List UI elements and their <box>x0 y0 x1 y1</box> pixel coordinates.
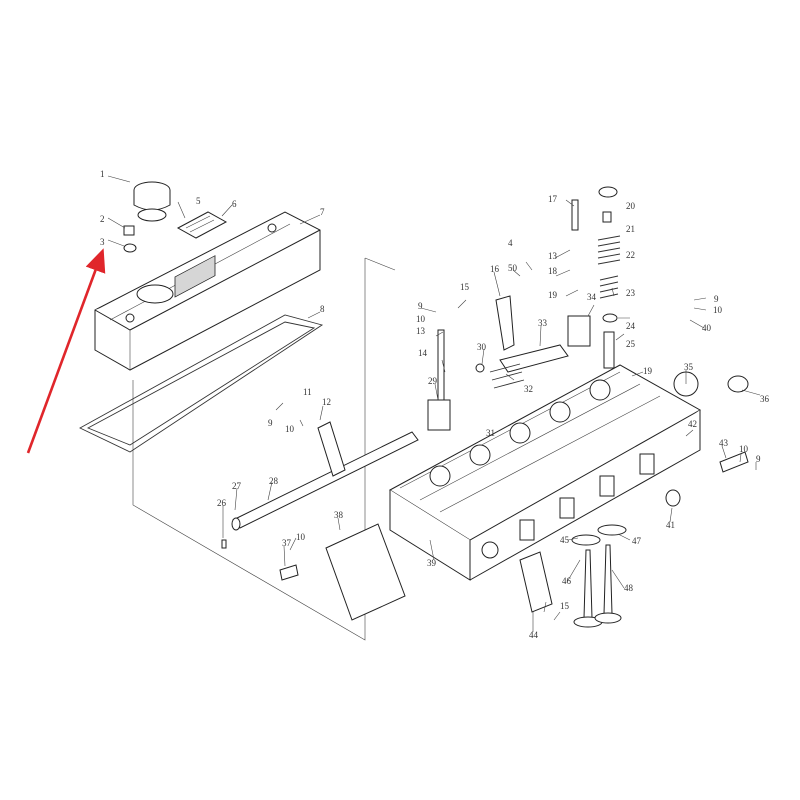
callout-26: 26 <box>217 498 227 508</box>
callout-1: 1 <box>100 169 105 179</box>
callout-37: 37 <box>282 538 292 548</box>
callout-9c: 9 <box>714 294 719 304</box>
callouts: 1 2 3 4 5 6 7 8 9 9 9 9 10 10 10 10 10 1… <box>100 169 770 640</box>
callout-5: 5 <box>196 196 201 206</box>
callout-13b: 13 <box>548 251 558 261</box>
oil-filler-cap <box>133 181 171 222</box>
label-plate <box>176 211 228 239</box>
callout-29: 29 <box>428 376 438 386</box>
callout-33: 33 <box>538 318 548 328</box>
callout-16: 16 <box>490 264 500 274</box>
callout-20: 20 <box>626 201 636 211</box>
callout-10: 10 <box>285 424 295 434</box>
callout-23: 23 <box>626 288 636 298</box>
callout-39: 39 <box>427 558 437 568</box>
callout-6: 6 <box>232 199 237 209</box>
callout-9: 9 <box>268 418 273 428</box>
callout-30: 30 <box>477 342 487 352</box>
valves <box>571 524 627 628</box>
callout-44: 44 <box>529 630 539 640</box>
callout-45: 45 <box>560 535 570 545</box>
callout-43: 43 <box>719 438 729 448</box>
callout-14: 14 <box>418 348 428 358</box>
brackets-and-plates <box>221 421 749 621</box>
valve-cover-gasket <box>79 314 324 453</box>
callout-48: 48 <box>624 583 634 593</box>
callout-36: 36 <box>760 394 770 404</box>
callout-12: 12 <box>322 397 331 407</box>
callout-19b: 19 <box>643 366 653 376</box>
callout-38: 38 <box>334 510 344 520</box>
callout-10c: 10 <box>713 305 723 315</box>
callout-46: 46 <box>562 576 572 586</box>
callout-18: 18 <box>548 266 558 276</box>
callout-3: 3 <box>100 237 105 247</box>
callout-40: 40 <box>702 323 712 333</box>
callout-10d: 10 <box>739 444 749 454</box>
callout-9d: 9 <box>756 454 761 464</box>
callout-9b: 9 <box>418 301 423 311</box>
nut-and-washer <box>123 225 137 253</box>
callout-28: 28 <box>269 476 279 486</box>
callout-17: 17 <box>548 194 558 204</box>
valve-train-parts <box>427 186 749 507</box>
callout-8: 8 <box>320 304 325 314</box>
callout-15b: 15 <box>560 601 570 611</box>
callout-34: 34 <box>587 292 597 302</box>
highlight-arrow <box>26 248 106 454</box>
callout-42: 42 <box>688 419 697 429</box>
callout-22: 22 <box>626 250 635 260</box>
cylinder-head <box>389 364 702 581</box>
callout-35: 35 <box>684 362 694 372</box>
callout-10e: 10 <box>296 532 306 542</box>
callout-47: 47 <box>632 536 642 546</box>
callout-50: 50 <box>508 263 518 273</box>
pipe <box>231 431 419 531</box>
callout-27: 27 <box>232 481 242 491</box>
callout-21: 21 <box>626 224 635 234</box>
callout-15: 15 <box>460 282 470 292</box>
callout-10b: 10 <box>416 314 426 324</box>
valve-cover <box>94 211 321 371</box>
callout-11: 11 <box>303 387 312 397</box>
callout-32: 32 <box>524 384 533 394</box>
callout-41: 41 <box>666 520 675 530</box>
frame-lines <box>132 257 396 641</box>
callout-19: 19 <box>548 290 558 300</box>
callout-2: 2 <box>100 214 105 224</box>
callout-24: 24 <box>626 321 636 331</box>
callout-31: 31 <box>486 428 495 438</box>
callout-7: 7 <box>320 207 325 217</box>
callout-4: 4 <box>508 238 513 248</box>
callout-13: 13 <box>416 326 426 336</box>
callout-25: 25 <box>626 339 636 349</box>
